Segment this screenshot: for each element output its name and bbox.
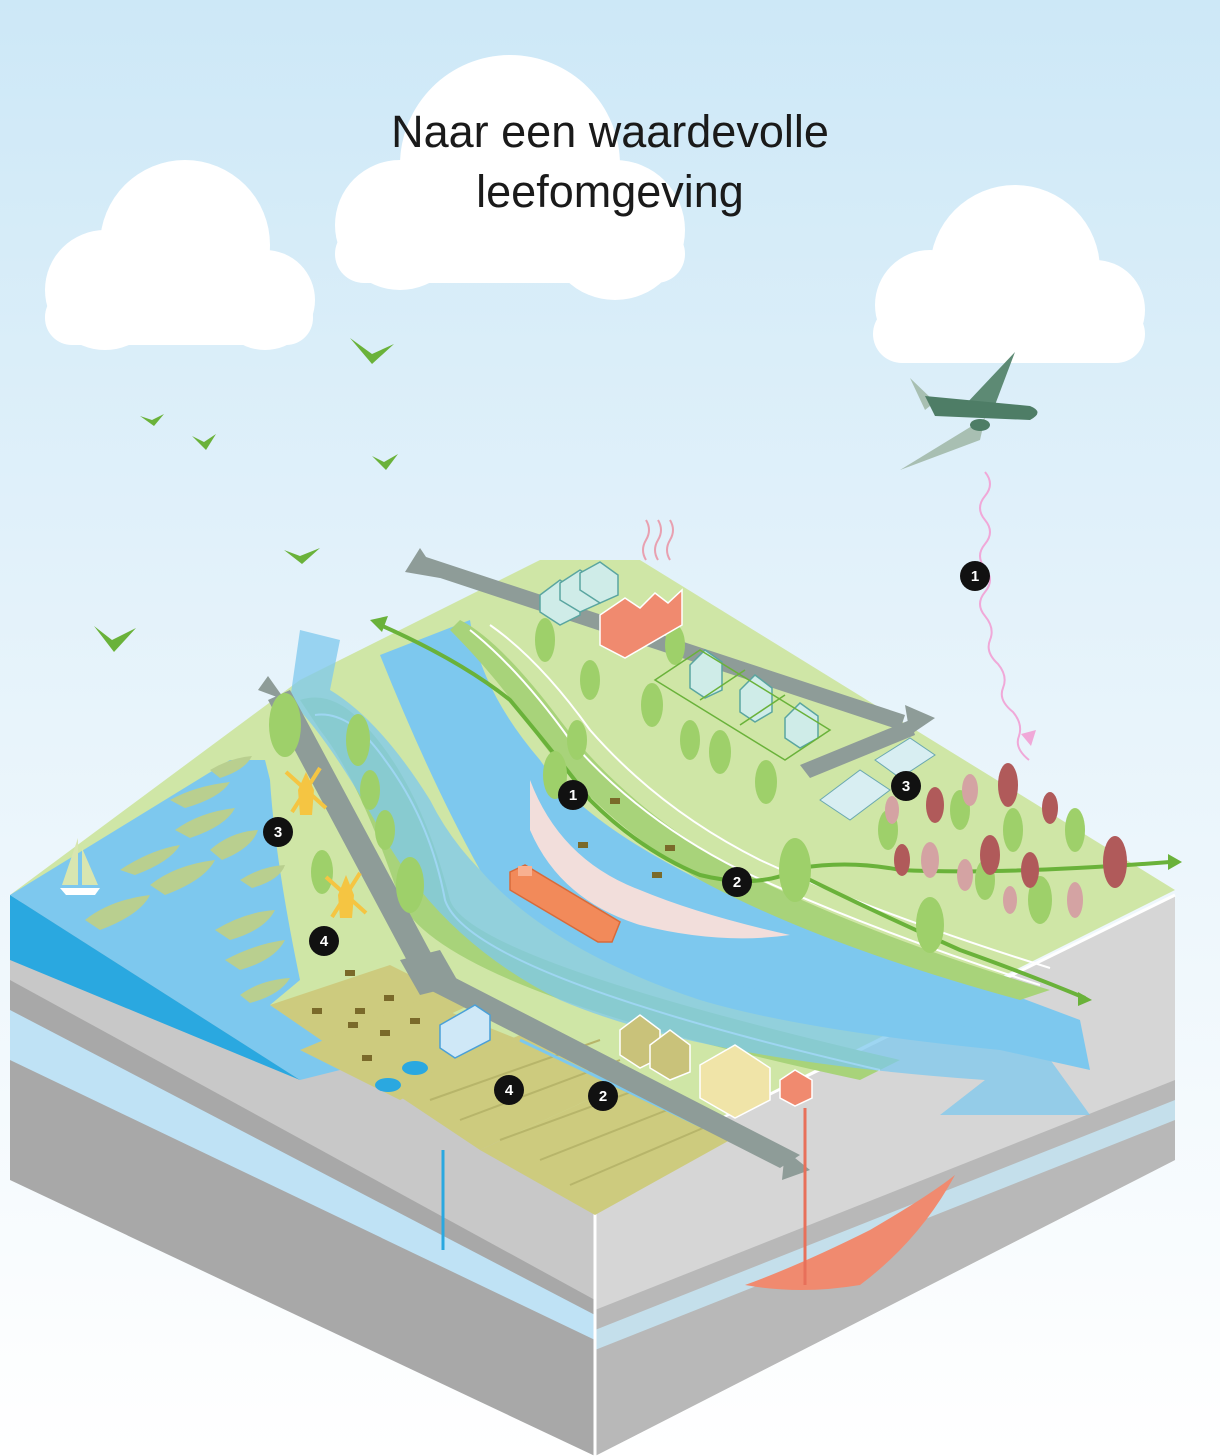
- title-line-2: leefomgeving: [476, 166, 744, 217]
- marker-1-noise: 1: [960, 561, 990, 591]
- svg-text:1: 1: [971, 568, 979, 585]
- marker-4-farmland: 4: [494, 1075, 524, 1105]
- cycle-route-arrows: [370, 616, 1182, 1006]
- river-beach: [530, 780, 790, 939]
- marker-3-forest: 3: [891, 771, 921, 801]
- cloud-center: [335, 55, 685, 300]
- dike-right-lines: [469, 624, 1051, 986]
- solar-fields: [819, 737, 936, 821]
- road-arrows: [258, 548, 935, 1180]
- marker-1-river: 1: [558, 780, 588, 810]
- noise-emission-line: [979, 471, 1030, 761]
- svg-text:2: 2: [599, 1088, 607, 1105]
- geothermal-reservoir: [745, 1175, 955, 1290]
- birds: [94, 338, 398, 652]
- svg-text:1: 1: [569, 787, 577, 804]
- title-line-1: Naar een waardevolle: [391, 106, 829, 157]
- cloud-right: [873, 185, 1145, 363]
- svg-text:4: 4: [505, 1082, 514, 1099]
- marker-3-lake: 3: [263, 817, 293, 847]
- trees: [269, 618, 1127, 953]
- factory: [599, 588, 683, 659]
- marker-2-cycle-route: 2: [722, 867, 752, 897]
- roads: [268, 555, 915, 1168]
- farm-buildings: [375, 1004, 813, 1119]
- peat-islands: [85, 756, 290, 1003]
- marker-4-pasture: 4: [309, 926, 339, 956]
- page-title: Naar een waardevolle leefomgeving: [310, 102, 910, 222]
- svg-text:2: 2: [733, 874, 741, 891]
- cloud-left: [45, 160, 315, 350]
- svg-text:4: 4: [320, 933, 329, 950]
- cattle: [312, 798, 675, 1061]
- cargo-ship-icon: [509, 864, 621, 943]
- svg-text:3: 3: [902, 778, 910, 795]
- airplane-icon: [900, 352, 1038, 470]
- sailboat-icon: [60, 838, 100, 895]
- water-flow-arrow: [290, 630, 1090, 1115]
- emission-arrow-head: [1021, 730, 1036, 746]
- marker-2-farmland: 2: [588, 1081, 618, 1111]
- windmill-icon: [324, 871, 368, 919]
- windmill-icon: [284, 766, 328, 815]
- soil-block: [9, 893, 1176, 1456]
- factory-heat: [642, 519, 674, 561]
- greenhouses: [539, 561, 619, 626]
- garden-fences: [653, 649, 832, 761]
- cycle-route: [377, 622, 1171, 1000]
- svg-text:3: 3: [274, 824, 282, 841]
- residential-houses: [689, 649, 819, 749]
- lake-edge: [10, 895, 300, 1080]
